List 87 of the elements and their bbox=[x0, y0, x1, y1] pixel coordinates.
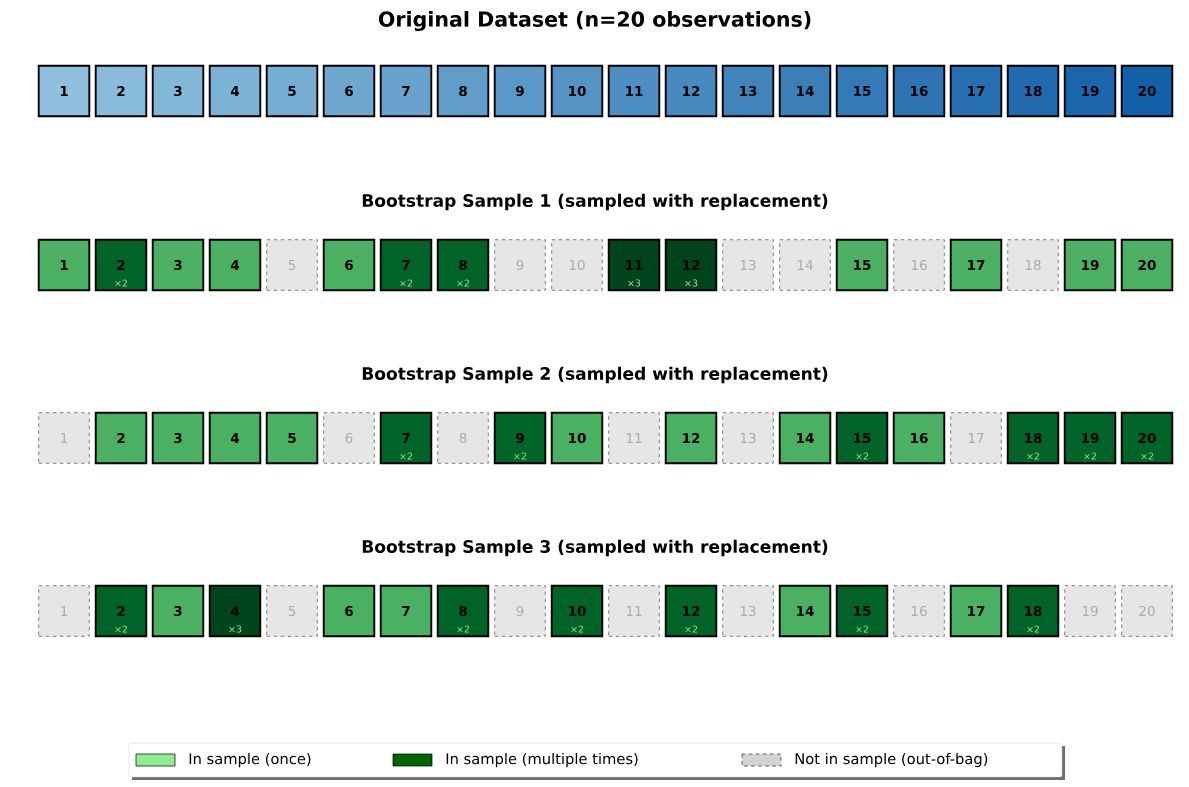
observation-box: 5 bbox=[266, 585, 318, 637]
observation-box: 11 bbox=[608, 412, 660, 464]
observation-box: 18 bbox=[1006, 64, 1060, 118]
observation-box: 8 bbox=[437, 412, 489, 464]
observation-box: 14 bbox=[779, 239, 831, 291]
observation-box: 15 bbox=[835, 64, 889, 118]
legend-label: Not in sample (out-of-bag) bbox=[795, 752, 988, 768]
observation-box: 3 bbox=[151, 411, 205, 465]
observation-box: 7 bbox=[379, 584, 433, 638]
row-heading: Bootstrap Sample 2 (sampled with replacement) bbox=[362, 366, 828, 384]
observation-box: 6 bbox=[322, 584, 376, 638]
observation-box: 4 bbox=[208, 238, 262, 292]
count-label: ×2 bbox=[856, 625, 868, 633]
observation-box: 14 bbox=[778, 64, 832, 118]
observation-box: 9 bbox=[494, 239, 546, 291]
observation-box: 19 bbox=[1064, 585, 1116, 637]
observation-box: 16 bbox=[892, 411, 946, 465]
observation-box: 12 bbox=[664, 64, 718, 118]
count-label: ×2 bbox=[1141, 452, 1153, 460]
observation-box: 5 bbox=[266, 239, 318, 291]
observation-box: 1 bbox=[38, 412, 90, 464]
observation-box: 12 bbox=[664, 411, 718, 465]
observation-box: 20 bbox=[1121, 585, 1173, 637]
legend-label: In sample (once) bbox=[189, 752, 311, 768]
observation-box: 10 bbox=[550, 64, 604, 118]
count-label: ×2 bbox=[514, 452, 526, 460]
observation-box: 14 bbox=[778, 584, 832, 638]
observation-box: 9 bbox=[494, 585, 546, 637]
count-label: ×2 bbox=[400, 452, 412, 460]
observation-box: 3 bbox=[151, 64, 205, 118]
count-label: ×2 bbox=[115, 279, 127, 287]
observation-box: 10 bbox=[551, 239, 603, 291]
row-heading: Bootstrap Sample 1 (sampled with replacement) bbox=[362, 193, 828, 211]
observation-box: 6 bbox=[322, 64, 376, 118]
observation-box: 19 bbox=[1063, 238, 1117, 292]
observation-box: 9 bbox=[493, 64, 547, 118]
observation-box: 6 bbox=[323, 412, 375, 464]
observation-box: 1 bbox=[37, 64, 91, 118]
count-label: ×3 bbox=[685, 279, 698, 287]
observation-box: 17 bbox=[949, 238, 1003, 292]
observation-box: 13 bbox=[721, 64, 775, 118]
observation-box: 19 bbox=[1063, 64, 1117, 118]
observation-box: 5 bbox=[265, 411, 319, 465]
observation-box: 13 bbox=[722, 239, 774, 291]
observation-box: 5 bbox=[265, 64, 319, 118]
observation-box: 16 bbox=[892, 64, 946, 118]
title: Original Dataset (n=20 observations) bbox=[378, 10, 811, 32]
observation-box: 1 bbox=[38, 585, 90, 637]
observation-box: 17 bbox=[949, 584, 1003, 638]
count-label: ×2 bbox=[1027, 452, 1039, 460]
observation-box: 17 bbox=[949, 64, 1003, 118]
observation-box: 11 bbox=[608, 585, 660, 637]
count-label: ×3 bbox=[628, 279, 641, 287]
observation-box: 17 bbox=[950, 412, 1002, 464]
count-label: ×2 bbox=[457, 625, 469, 633]
observation-box: 15 bbox=[835, 238, 889, 292]
count-label: ×3 bbox=[229, 625, 242, 633]
observation-box: 20 bbox=[1120, 64, 1174, 118]
observation-box: 4 bbox=[208, 411, 262, 465]
observation-box: 2 bbox=[94, 411, 148, 465]
count-label: ×2 bbox=[571, 625, 583, 633]
count-label: ×2 bbox=[400, 279, 412, 287]
observation-box: 4 bbox=[208, 64, 262, 118]
observation-box: 14 bbox=[778, 411, 832, 465]
count-label: ×2 bbox=[115, 625, 127, 633]
observation-box: 11 bbox=[607, 64, 661, 118]
observation-box: 20 bbox=[1120, 238, 1174, 292]
observation-box: 13 bbox=[722, 585, 774, 637]
observation-box: 2 bbox=[94, 64, 148, 118]
legend-label: In sample (multiple times) bbox=[446, 752, 638, 768]
count-label: ×2 bbox=[856, 452, 868, 460]
observation-box: 16 bbox=[893, 239, 945, 291]
count-label: ×2 bbox=[685, 625, 697, 633]
row-heading: Bootstrap Sample 3 (sampled with replacement) bbox=[362, 539, 828, 557]
observation-box: 18 bbox=[1007, 239, 1059, 291]
observation-box: 3 bbox=[151, 238, 205, 292]
observation-box: 10 bbox=[550, 411, 604, 465]
observation-box: 16 bbox=[893, 585, 945, 637]
count-label: ×2 bbox=[457, 279, 469, 287]
observation-box: 13 bbox=[722, 412, 774, 464]
observation-box: 7 bbox=[379, 64, 433, 118]
count-label: ×2 bbox=[1084, 452, 1096, 460]
observation-box: 8 bbox=[436, 64, 490, 118]
count-label: ×2 bbox=[1027, 625, 1039, 633]
observation-box: 6 bbox=[322, 238, 376, 292]
observation-box: 3 bbox=[151, 584, 205, 638]
observation-box: 1 bbox=[37, 238, 91, 292]
